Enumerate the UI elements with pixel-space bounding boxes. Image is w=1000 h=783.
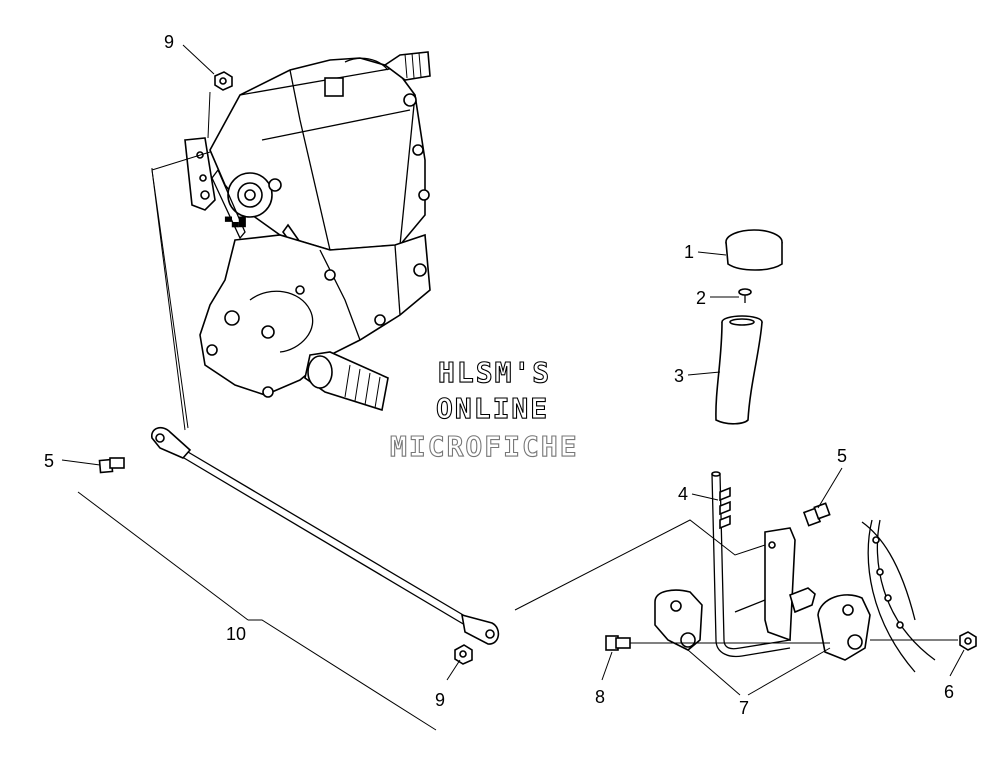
nut-9-top (214, 71, 233, 91)
callout-3: 3 (674, 366, 684, 386)
knob-screw (738, 288, 752, 303)
transmission-housing: ▀▄█ (184, 51, 431, 412)
callout-6: 6 (944, 682, 954, 702)
nut-6 (959, 631, 977, 651)
callout-9-top: 9 (164, 32, 174, 52)
callout-2: 2 (696, 288, 706, 308)
callout-8: 8 (595, 687, 605, 707)
callout-leaders (61, 44, 965, 731)
shift-knob-cap (725, 229, 783, 271)
watermark-line2: ONLINE (436, 392, 549, 425)
callout-4: 4 (678, 484, 688, 504)
watermark-line1: HLSM'S (438, 356, 551, 389)
callout-5-left: 5 (44, 451, 54, 471)
watermark: HLSM'S ONLINE MICROFICHE (389, 355, 579, 463)
callout-1: 1 (684, 242, 694, 262)
svg-text:▀▄█: ▀▄█ (224, 216, 247, 228)
callout-9-bottom: 9 (435, 690, 445, 710)
shift-linkage-rod (151, 426, 500, 645)
watermark-line3: MICROFICHE (390, 430, 579, 463)
bolt-5-right (802, 502, 831, 527)
shift-lever-assembly (654, 471, 936, 673)
callout-10: 10 (226, 624, 246, 644)
bolt-8 (605, 635, 631, 651)
leader-line (151, 168, 189, 429)
bolt-5-left (98, 457, 125, 474)
shift-knob-grip (715, 315, 763, 425)
callout-7: 7 (739, 698, 749, 718)
nut-9-bottom (454, 644, 473, 665)
callout-5-right: 5 (837, 446, 847, 466)
